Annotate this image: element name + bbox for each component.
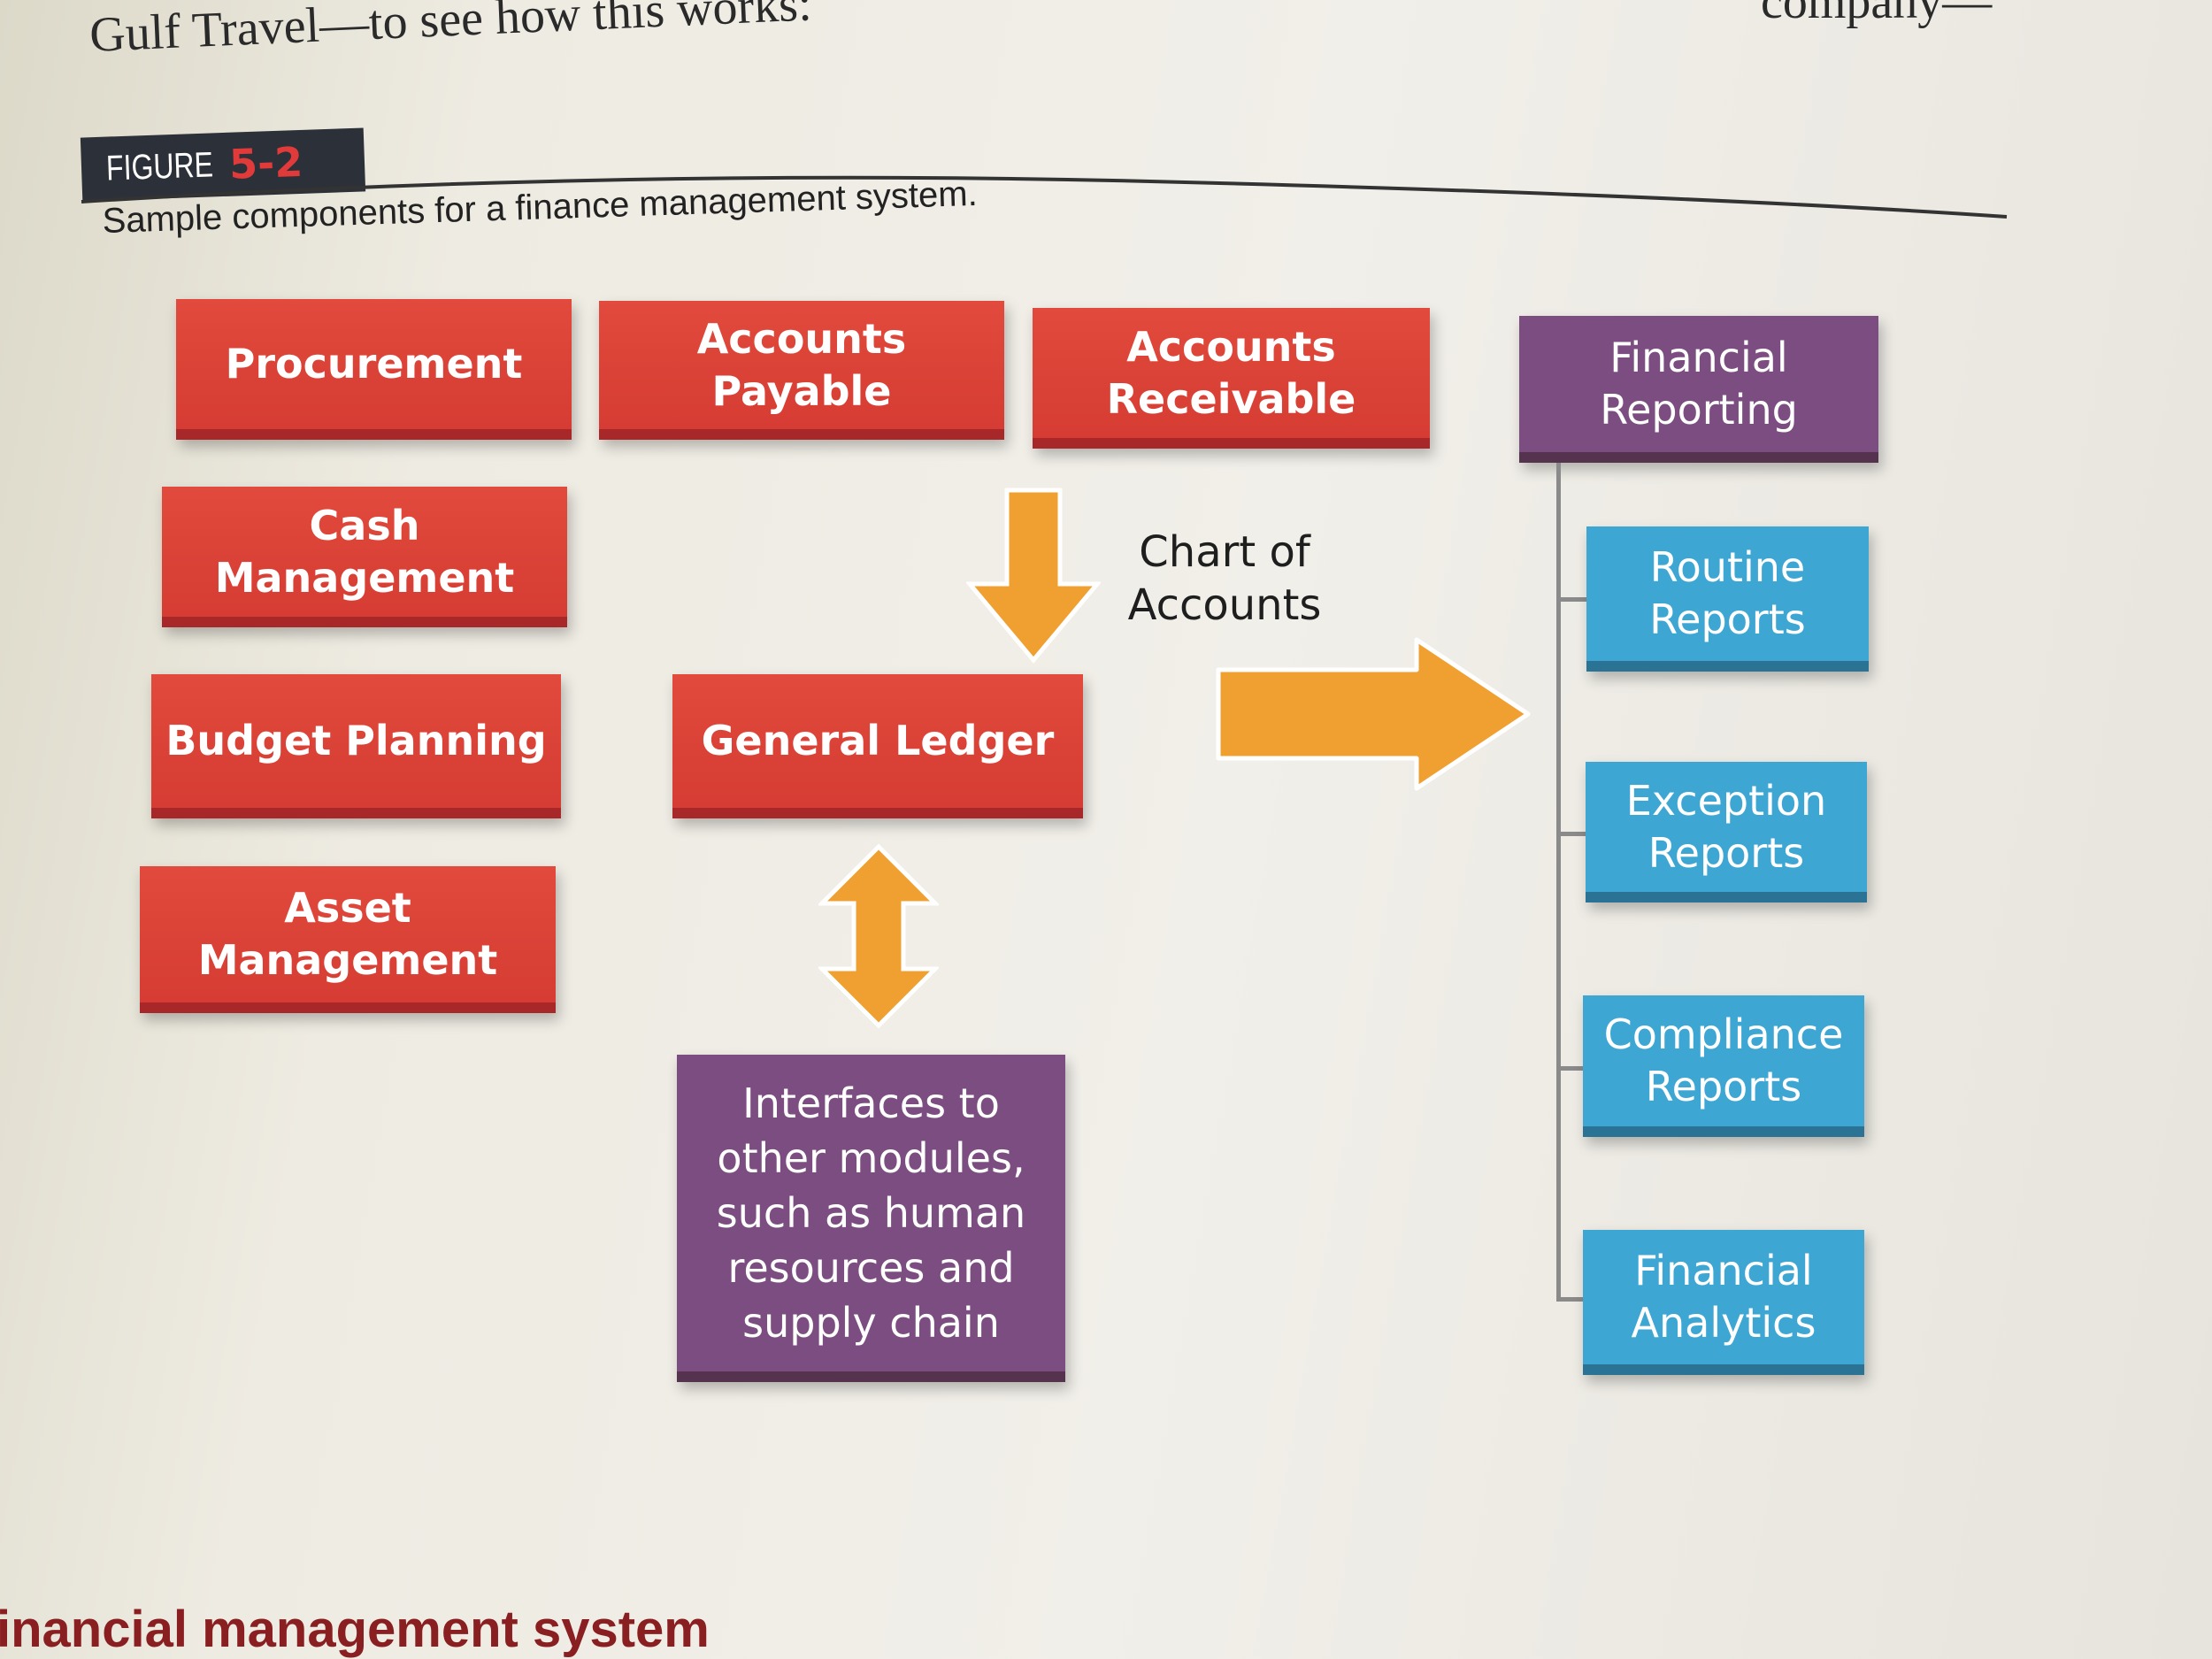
- double-arrow-icon: [818, 843, 939, 1029]
- module-general-ledger: General Ledger: [672, 674, 1083, 818]
- reporting-branch: [1556, 832, 1588, 836]
- financial-reporting-box: Financial Reporting: [1519, 316, 1878, 463]
- down-arrow-icon: [966, 488, 1101, 664]
- reporting-branch: [1556, 597, 1588, 602]
- report-compliance: Compliance Reports: [1583, 995, 1864, 1137]
- module-procurement: Procurement: [176, 299, 572, 440]
- report-exception: Exception Reports: [1586, 762, 1867, 902]
- report-routine: Routine Reports: [1586, 526, 1869, 672]
- chart-of-accounts-label: Chart of Accounts: [1127, 527, 1322, 630]
- module-asset-management: Asset Management: [140, 866, 556, 1013]
- module-accounts-receivable: Accounts Receivable: [1033, 308, 1430, 449]
- module-accounts-payable: Accounts Payable: [599, 301, 1004, 440]
- reporting-branch: [1556, 1066, 1588, 1071]
- top-right-fragment: company—: [1761, 0, 1993, 29]
- figure-rule: [81, 175, 2008, 219]
- report-financial-analytics: Financial Analytics: [1583, 1230, 1864, 1375]
- reporting-connector: [1556, 463, 1561, 1301]
- footer-heading: inancial management system: [0, 1601, 710, 1658]
- right-arrow-icon: [1216, 637, 1531, 791]
- module-cash-management: Cash Management: [162, 487, 567, 627]
- module-budget-planning: Budget Planning: [151, 674, 561, 818]
- reporting-branch: [1556, 1297, 1588, 1302]
- module-interfaces: Interfaces to other modules, such as hum…: [677, 1055, 1065, 1382]
